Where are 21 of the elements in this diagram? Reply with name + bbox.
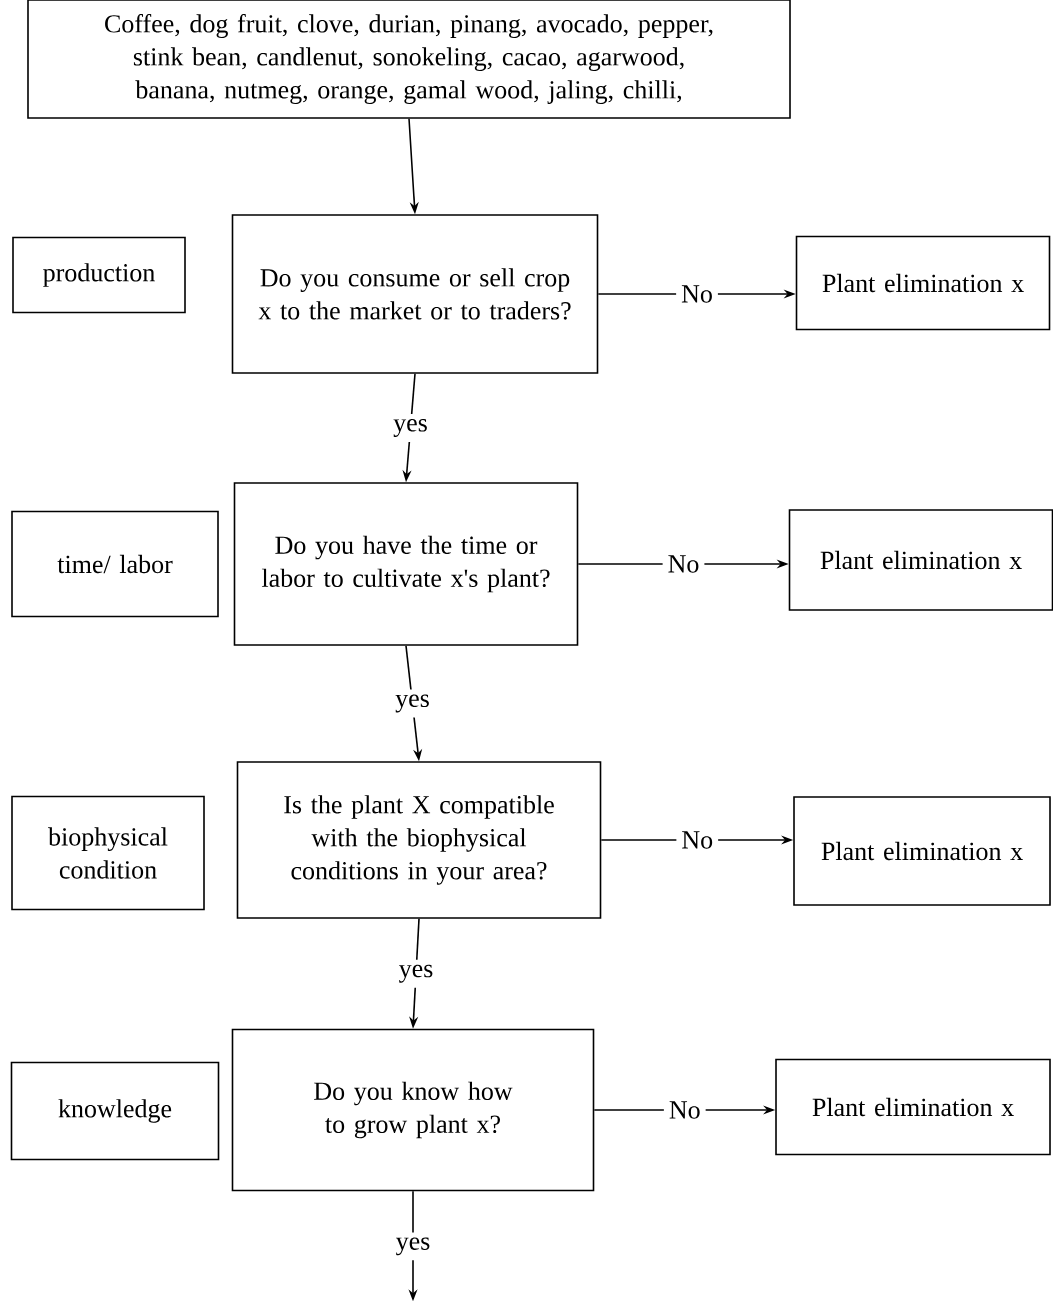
result-box: Plant elimination x (788, 509, 1053, 611)
category-box: time/ labor (11, 510, 219, 618)
category-box: biophysical condition (11, 795, 205, 911)
question-box: Do you have the time or labor to cultivate x's plant? (233, 482, 579, 646)
edge-label: yes (390, 1232, 436, 1261)
edge-label: yes (393, 959, 439, 988)
edge-label: yes (390, 689, 435, 718)
edge-label: No (662, 550, 705, 578)
edge-label: yes (388, 414, 433, 442)
result-box: Plant elimination x (795, 235, 1051, 331)
edge-label: No (663, 1096, 706, 1124)
category-box: knowledge (10, 1061, 220, 1161)
edge-label: No (676, 280, 718, 308)
category-box: production (12, 236, 186, 314)
result-box: Plant elimination x (793, 796, 1051, 906)
question-box: Do you know how to grow plant x? (231, 1028, 595, 1192)
result-box: Plant elimination x (775, 1058, 1051, 1156)
question-box: Do you consume or sell crop x to the market or to traders? (231, 214, 599, 374)
edge-label: No (676, 826, 719, 854)
question-box: Is the plant X compatible with the biophysical conditions in your area? (236, 761, 602, 919)
list-box: Coffee, dog fruit, clove, durian, pinang, avocado, pepper, stink bean, candlenut, sonokeling, cacao, agarwood, banana, nutmeg, orange, gamal wood, jaling, chilli, (27, 0, 791, 119)
